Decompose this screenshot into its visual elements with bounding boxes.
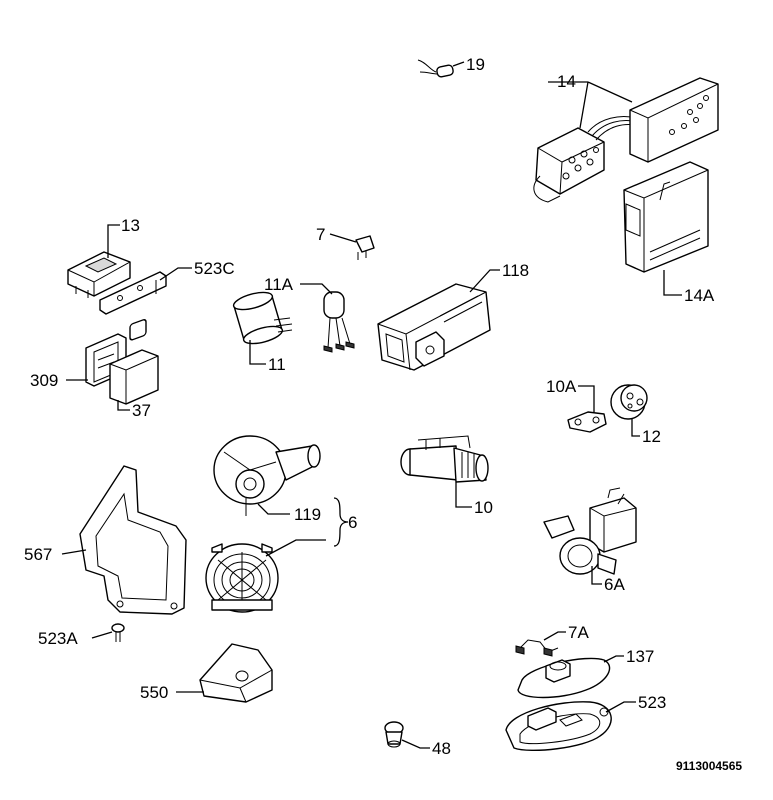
leader-119 (257, 503, 290, 515)
label-48: 48 (432, 739, 451, 758)
leader-118 (469, 269, 500, 293)
label-13: 13 (121, 216, 140, 235)
part-523c (99, 271, 167, 315)
leader-11 (249, 340, 266, 365)
leader-7a (543, 631, 566, 641)
part-12 (610, 384, 648, 420)
leader-37 (117, 400, 130, 411)
label-550: 550 (140, 683, 168, 702)
label-10a: 10A (546, 377, 577, 396)
label-14: 14 (557, 72, 576, 91)
leader-10a (578, 385, 595, 412)
part-550 (199, 643, 273, 703)
label-37: 37 (132, 401, 151, 420)
label-11: 11 (268, 355, 286, 374)
leader-48 (401, 739, 430, 749)
label-19: 19 (466, 55, 485, 74)
part-7a (515, 639, 559, 657)
label-11a: 11A (264, 275, 294, 294)
leader-13 (107, 224, 120, 258)
label-523: 523 (638, 693, 666, 712)
leader-10 (455, 482, 472, 508)
leader-14a (663, 270, 682, 296)
part-14a (623, 161, 709, 273)
leader-14 (548, 81, 633, 129)
leader-7 (329, 233, 357, 243)
label-6a: 6A (604, 575, 625, 594)
leader-567 (61, 549, 87, 555)
part-523 (505, 701, 612, 752)
leader-6-fan (265, 539, 326, 557)
label-523c: 523C (194, 259, 235, 278)
label-567: 567 (24, 545, 52, 564)
part-13 (67, 251, 131, 298)
part-567 (79, 465, 187, 615)
label-523a: 523A (38, 629, 78, 648)
part-10 (400, 435, 489, 483)
part-6a (543, 487, 637, 575)
label-14a: 14A (684, 286, 715, 305)
leader-11a (300, 283, 333, 295)
label-6: 6 (348, 513, 357, 532)
label-119: 119 (294, 505, 321, 524)
part-6-fan (205, 543, 279, 613)
leader-523c (159, 267, 192, 281)
label-10: 10 (474, 498, 493, 517)
part-37 (109, 319, 159, 405)
part-11a (323, 291, 355, 353)
part-119 (213, 435, 321, 516)
part-11 (232, 291, 293, 345)
label-309: 309 (30, 371, 58, 390)
label-137: 137 (626, 647, 654, 666)
leader-137 (603, 655, 624, 663)
part-137 (517, 657, 611, 699)
part-523a (111, 623, 125, 642)
label-7a: 7A (568, 623, 589, 642)
part-48 (384, 721, 404, 748)
part-7 (355, 235, 375, 260)
part-14 (533, 77, 719, 203)
label-118: 118 (502, 261, 529, 280)
part-10a (567, 411, 607, 433)
leader-523 (605, 701, 636, 713)
leader-6a (591, 566, 602, 585)
leader-523a (91, 631, 113, 639)
leader-12 (631, 418, 640, 437)
label-12: 12 (642, 427, 661, 446)
part-19 (417, 59, 454, 78)
brace-6 (333, 497, 349, 547)
leader-19 (452, 61, 465, 67)
drawing-number: 9113004565 (676, 759, 742, 773)
label-7: 7 (316, 225, 325, 244)
part-118 (377, 283, 491, 371)
